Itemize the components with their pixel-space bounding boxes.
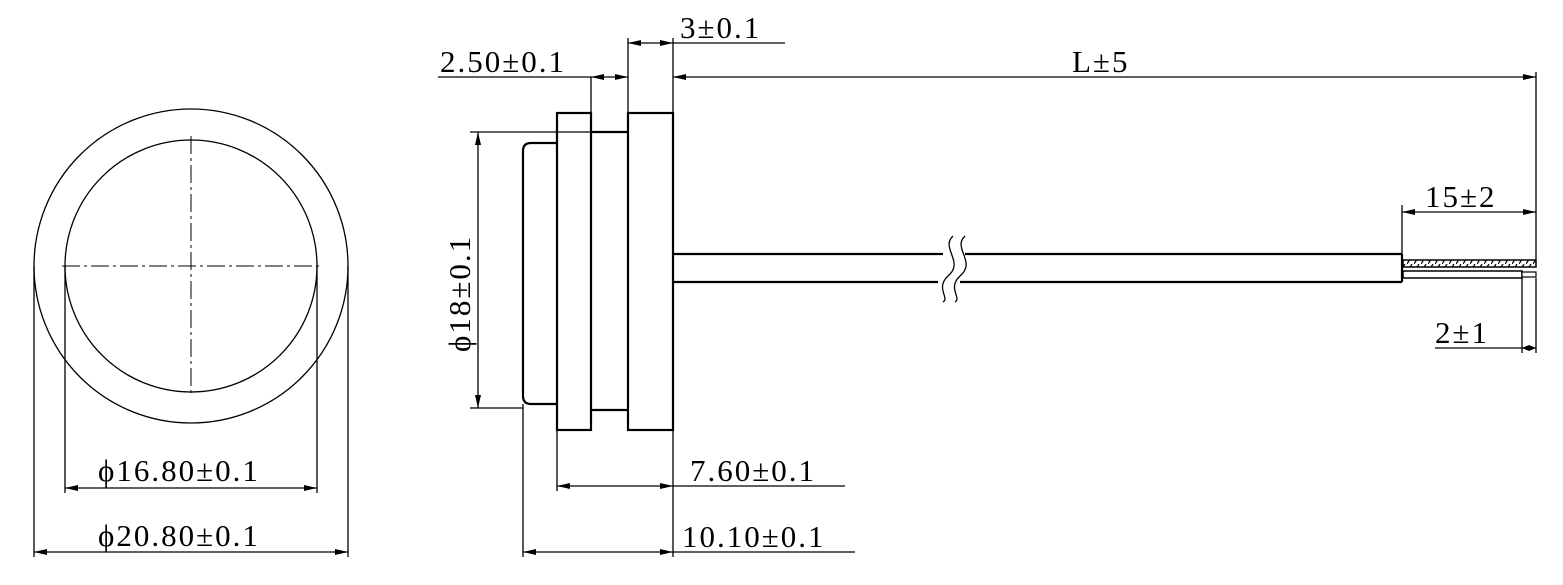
flange-gap-label: 2.50±0.1 — [440, 44, 566, 79]
front-view: ϕ16.80±0.1 ϕ20.80±0.1 — [33, 108, 349, 557]
body-diameter-label: ϕ18±0.1 — [442, 235, 477, 352]
front-cap — [521, 141, 557, 406]
body-depth-label: 7.60±0.1 — [690, 453, 816, 488]
insulated-wire — [1402, 270, 1523, 279]
side-view: 2.50±0.1 3±0.1 L±5 ϕ18±0.1 15±2 2±1 — [438, 10, 1537, 557]
break-mark — [941, 235, 955, 303]
front-flange — [555, 111, 593, 432]
total-depth-label: 10.10±0.1 — [682, 519, 826, 554]
stripped-wire-hatched — [1402, 259, 1537, 268]
outer-diameter-label: ϕ20.80±0.1 — [98, 518, 260, 553]
flange-thickness-label: 3±0.1 — [680, 10, 761, 45]
bare-conductor — [1521, 271, 1537, 278]
rear-flange — [626, 111, 675, 432]
conductor-length-label: 2±1 — [1435, 315, 1489, 350]
cable — [673, 235, 1404, 303]
inner-diameter-label: ϕ16.80±0.1 — [98, 453, 260, 488]
cable-length-label: L±5 — [1072, 44, 1129, 79]
strip-length-label: 15±2 — [1425, 179, 1497, 214]
